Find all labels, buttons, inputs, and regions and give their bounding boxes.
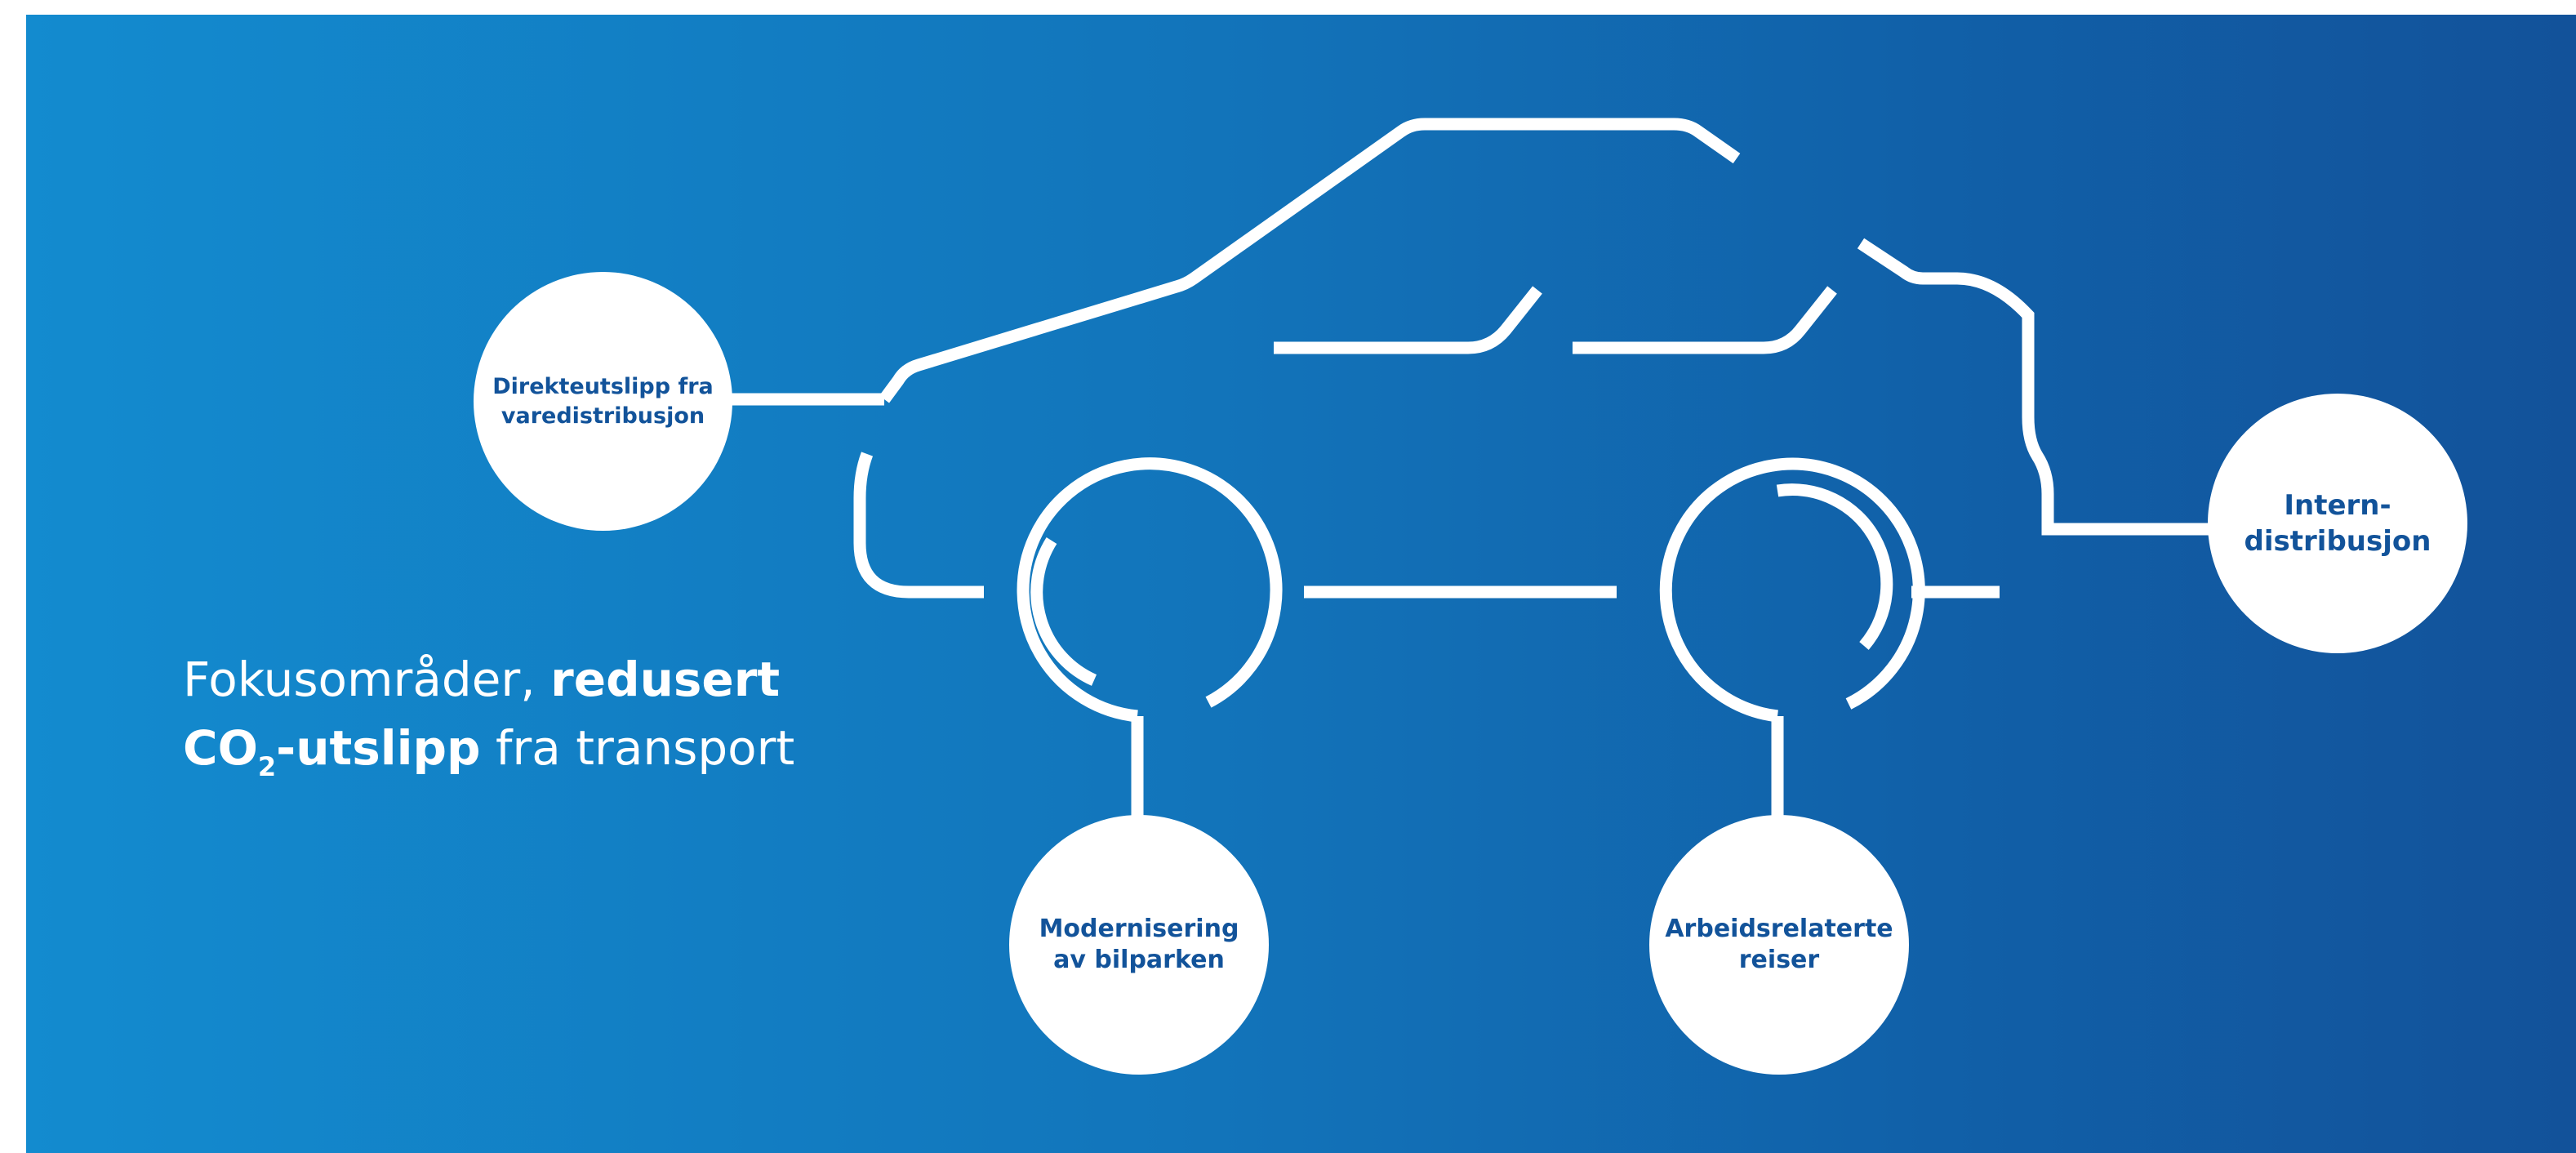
node-fleet-modernisation-line2: av bilparken [1053, 946, 1225, 974]
node-internal-distribution-line2: distribusjon [2244, 525, 2431, 558]
heading-emissions: -utslipp [276, 720, 481, 776]
rear-wheel-arc [1659, 457, 1925, 723]
heading-co: CO [183, 720, 258, 776]
heading-line-1-bold: redusert [550, 652, 781, 707]
node-internal-distribution-line1: Intern- [2284, 489, 2391, 522]
node-work-travel-line1: Arbeidsrelaterte [1665, 915, 1893, 943]
rear-window-line [1573, 286, 1837, 354]
node-internal-distribution: Intern- distribusjon [2208, 394, 2467, 653]
heading-line-2: CO2-utslipp fra transport [183, 714, 794, 801]
heading-line-2-regular: fra transport [480, 720, 795, 776]
node-fleet-modernisation-line1: Modernisering [1039, 915, 1239, 943]
node-fleet-modernisation: Modernisering av bilparken [1009, 815, 1269, 1075]
front-wheel-arc [1017, 457, 1283, 723]
car-rear-line [1857, 238, 2211, 536]
heading-line-1-regular: Fokusområder, [183, 652, 551, 707]
front-window-line [1274, 286, 1542, 354]
front-wheel-inner-arc [1030, 536, 1097, 686]
heading-subscript: 2 [257, 751, 277, 782]
node-work-travel-line2: reiser [1738, 946, 1820, 974]
node-direct-emissions: Direkteutslipp fra varedistribusjon [474, 272, 732, 531]
node-direct-emissions-line1: Direkteutslipp fra [492, 373, 714, 399]
rear-wheel-inner-arc [1776, 483, 1893, 650]
node-work-travel: Arbeidsrelaterte reiser [1649, 815, 1909, 1075]
diagram-heading: Fokusområder, redusert CO2-utslipp fra t… [183, 645, 794, 801]
heading-line-1: Fokusområder, redusert [183, 645, 794, 714]
car-roof-line [879, 118, 1741, 403]
node-direct-emissions-line2: varedistribusjon [501, 403, 705, 429]
car-front-bumper-line [853, 452, 984, 599]
